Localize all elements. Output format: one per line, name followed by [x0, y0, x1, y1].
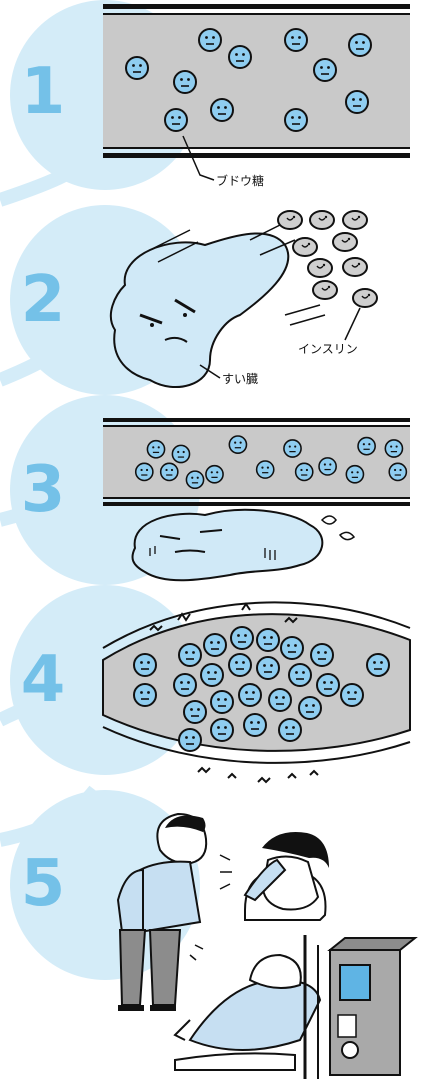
- glucose-face: [244, 714, 266, 736]
- glucose-face: [126, 57, 148, 79]
- glucose-face: [358, 438, 375, 455]
- glucose-face: [289, 664, 311, 686]
- insulin-pointer: [345, 308, 360, 340]
- glucose-face: [147, 441, 164, 458]
- glucose-face: [184, 701, 206, 723]
- glucose-face: [201, 664, 223, 686]
- glucose-face: [257, 629, 279, 651]
- insulin-shape: [343, 211, 367, 229]
- glucose-face: [281, 637, 303, 659]
- insulin-shape: [313, 281, 337, 299]
- glucose-face: [385, 440, 402, 457]
- glucose-face: [161, 463, 178, 480]
- insulin-label: インスリン: [298, 343, 358, 355]
- glucose-face: [317, 674, 339, 696]
- insulin-shape: [310, 211, 334, 229]
- glucose-face: [179, 644, 201, 666]
- glucose-face: [311, 644, 333, 666]
- pancreas-shape: [111, 233, 288, 387]
- step-number-3: 3: [8, 458, 78, 522]
- glucose-face: [211, 99, 233, 121]
- glucose-face: [134, 654, 156, 676]
- glucose-face: [319, 458, 336, 475]
- insulin-shape: [278, 211, 302, 229]
- glucose-face: [136, 463, 153, 480]
- insulin-shape: [308, 259, 332, 277]
- pancreas-label: すい臓: [222, 373, 258, 385]
- glucose-face: [229, 46, 251, 68]
- glucose-face: [229, 436, 246, 453]
- glucose-face: [134, 684, 156, 706]
- glucose-face: [257, 461, 274, 478]
- insulin-shape: [293, 238, 317, 256]
- insulin-shape: [333, 233, 357, 251]
- glucose-face: [314, 59, 336, 81]
- glucose-face: [199, 29, 221, 51]
- glucose-label: ブドウ糖: [216, 175, 264, 187]
- glucose-face: [346, 91, 368, 113]
- glucose-face: [179, 729, 201, 751]
- glucose-face: [239, 684, 261, 706]
- insulin-shape: [343, 258, 367, 276]
- glucose-face: [284, 440, 301, 457]
- step-number-2: 2: [8, 268, 78, 332]
- glucose-face: [206, 466, 223, 483]
- dialysis-machine: [305, 935, 415, 1079]
- patient-in-bed: [175, 955, 320, 1070]
- glucose-face: [389, 463, 406, 480]
- glucose-face: [229, 654, 251, 676]
- vessel-1: [103, 4, 410, 158]
- glucose-face: [165, 109, 187, 131]
- glucose-face: [231, 627, 253, 649]
- glucose-face: [174, 71, 196, 93]
- glucose-face: [285, 109, 307, 131]
- glucose-face: [174, 674, 196, 696]
- glucose-face: [349, 34, 371, 56]
- glucose-face: [299, 697, 321, 719]
- glucose-face: [204, 634, 226, 656]
- glucose-face: [211, 719, 233, 741]
- glucose-face: [346, 466, 363, 483]
- glucose-face: [296, 463, 313, 480]
- glucose-face: [269, 689, 291, 711]
- glucose-face: [341, 684, 363, 706]
- step-number-4: 4: [8, 648, 78, 712]
- glucose-face: [186, 471, 203, 488]
- headache-man: [220, 832, 329, 920]
- glucose-face: [367, 654, 389, 676]
- glucose-face: [279, 719, 301, 741]
- insulin-shape: [353, 289, 377, 307]
- vessel-3: [103, 418, 410, 506]
- glucose-face: [285, 29, 307, 51]
- glucose-face: [257, 657, 279, 679]
- step-number-5: 5: [8, 852, 78, 916]
- glucose-face: [172, 445, 189, 462]
- tired-pancreas: [132, 510, 354, 580]
- step-number-1: 1: [8, 60, 78, 124]
- glucose-face: [211, 691, 233, 713]
